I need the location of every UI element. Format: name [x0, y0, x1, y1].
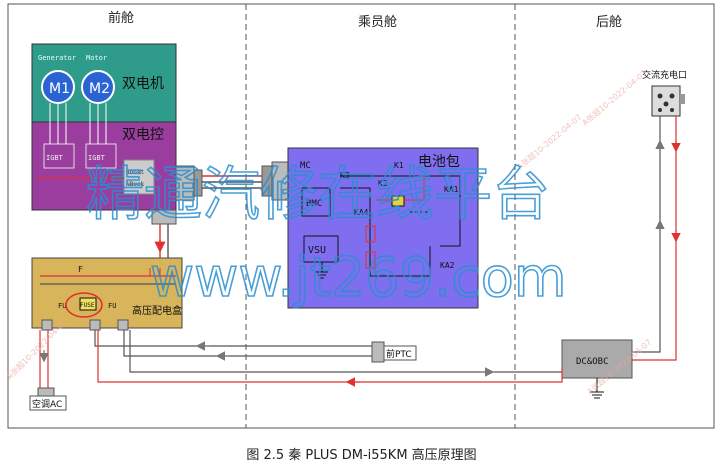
igbt1-label: IGBT	[46, 154, 64, 162]
section-rear-title: 后舱	[596, 15, 622, 30]
pdu-fu-left-label: FU	[58, 302, 66, 310]
boost-label: Boost	[126, 169, 144, 176]
battery-internal-neg	[340, 187, 431, 277]
pdu-box	[31, 257, 183, 329]
k1-label: K1	[394, 161, 404, 170]
charge-port-body	[651, 85, 681, 117]
ac-box	[29, 395, 67, 411]
dual-controller-block: 双电控 IGBT IGBT Boost &Buck	[31, 103, 177, 211]
charge-port-pin4	[658, 108, 662, 112]
k2-label: K2	[378, 179, 388, 188]
dual-motor-block: Generator Motor M1 M2 双电机	[31, 43, 177, 123]
generator-label: Generator	[38, 54, 76, 62]
pdu-ac-connector	[41, 319, 53, 331]
boost-buck-box	[123, 159, 155, 195]
battery-pack-block: 电池包 MC BMC VSU K1 K2 K3 KA4 KA2 KA1	[287, 147, 479, 309]
front-ptc-connector	[371, 341, 385, 363]
pdu-dcobc-cable-pos	[97, 330, 563, 383]
pdu-fu-label: FU	[108, 302, 116, 310]
dual-motor-title: 双电机	[122, 76, 164, 92]
charge-port-label: 交流充电口	[642, 69, 687, 81]
ptc-cable-2	[123, 330, 372, 357]
front-ptc-label: 前PTC	[386, 348, 412, 360]
charge-port-latch	[680, 94, 685, 104]
stamp-watermark-3: A张超10-2022-04-07	[580, 68, 649, 128]
resistor-1	[365, 225, 376, 243]
pdu-block: 高压配电盒 F FUSE FU FU	[31, 257, 183, 331]
pdu-fuse-highlight	[65, 292, 103, 318]
ground-symbol	[316, 262, 328, 279]
controller-bottom-connector	[151, 209, 177, 225]
battery-internal-pos	[340, 175, 461, 247]
charge-port-pin5	[670, 108, 674, 112]
outer-frame	[7, 3, 715, 429]
charge-cable-1	[632, 116, 661, 353]
ka4-label: KA4	[354, 208, 369, 217]
ka2-label: KA2	[440, 261, 455, 270]
ac-charge-port: 交流充电口	[642, 69, 687, 117]
mc-label: MC	[300, 161, 311, 171]
pdu-fuse-label: FUSE	[80, 302, 95, 309]
charge-port-pin3	[663, 101, 669, 107]
battery-internal-red	[376, 176, 425, 201]
ka1-label: KA1	[444, 185, 459, 194]
pdu-input-leads	[149, 268, 161, 276]
section-front-title: 前舱	[108, 10, 134, 26]
vsu-label: VSU	[308, 245, 326, 256]
dc-obc-label: DC&OBC	[576, 357, 609, 367]
fuse-in-battery	[391, 195, 405, 207]
buck-label: &Buck	[126, 181, 144, 188]
pdu-pre-label: F	[78, 265, 83, 274]
m2-label: M2	[89, 81, 110, 97]
dc-obc-ground	[590, 378, 604, 399]
controller-connector	[151, 165, 203, 225]
ac-compressor-block: 空调AC	[29, 330, 67, 411]
motor-label: Motor	[86, 54, 107, 62]
pdu-dc-connector	[117, 319, 129, 331]
m2-phase-wires	[89, 103, 107, 144]
resistor-2	[365, 251, 376, 269]
controller-connector-plug	[193, 169, 203, 197]
pdu-ptc-connector	[89, 319, 101, 331]
dc-obc-box	[561, 339, 633, 379]
vsu-box	[303, 235, 339, 263]
bmc-box	[301, 187, 331, 217]
m1-label: M1	[49, 81, 70, 97]
front-ptc-box	[383, 345, 417, 361]
ptc-cable-1	[94, 330, 372, 347]
figure-caption: 图 2.5 秦 PLUS DM-i55KM 高压原理图	[246, 448, 477, 463]
watermark-url: www.jt269.com	[150, 246, 566, 309]
battery-title: 电池包	[418, 154, 460, 170]
dc-obc-block: DC&OBC	[561, 339, 633, 399]
charge-port-pin2	[669, 93, 675, 99]
pdu-dcobc-cable-neg	[129, 330, 562, 373]
igbt2-box	[85, 143, 117, 169]
ac-label: 空调AC	[32, 398, 62, 410]
igbt1-box	[43, 143, 75, 169]
charge-port-pin1	[657, 93, 663, 99]
m1-phase-wires	[49, 103, 67, 144]
front-ptc-block: 前PTC	[371, 341, 417, 363]
pdu-fuse-box	[79, 297, 97, 311]
igbt2-label: IGBT	[88, 154, 106, 162]
dual-controller-title: 双电控	[122, 127, 164, 143]
section-passenger-title: 乘员舱	[358, 15, 397, 30]
charge-cable-2	[632, 116, 677, 361]
bmc-label: BMC	[306, 199, 322, 209]
battery-pack-box	[287, 147, 479, 309]
pdu-title: 高压配电盒	[132, 304, 182, 317]
watermark-cn: 精通汽修在线平台	[86, 160, 550, 228]
ac-connector	[37, 387, 55, 397]
